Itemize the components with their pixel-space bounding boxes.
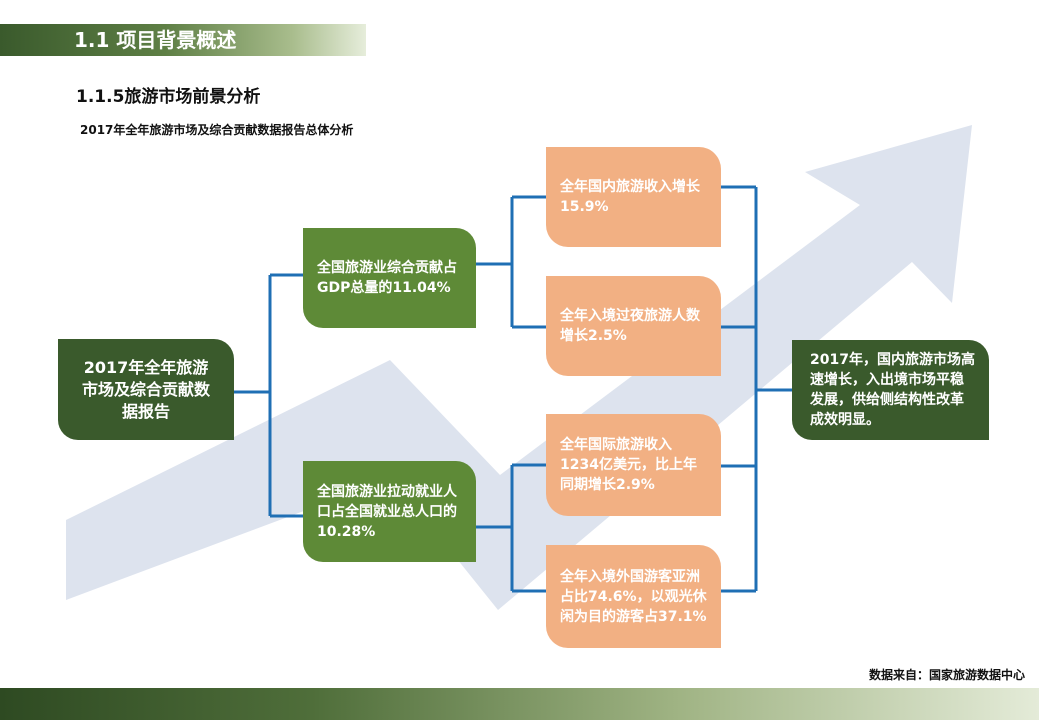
branch-employment-node: 全国旅游业拉动就业人口占全国就业总人口的10.28% [303,461,476,562]
conclusion-label: 2017年，国内旅游市场高速增长，入出境市场平稳发展，供给侧结构性改革成效明显。 [810,352,975,428]
root-node: 2017年全年旅游市场及综合贡献数据报告 [58,339,234,440]
leaf-international-revenue-label: 全年国际旅游收入1234亿美元，比上年同期增长2.9% [560,437,697,493]
leaf-foreign-visitors: 全年入境外国游客亚洲占比74.6%，以观光休闲为目的游客占37.1% [546,545,721,648]
page-title: 1.1 项目背景概述 [74,28,237,52]
footer-bar [0,688,1039,720]
conclusion-node: 2017年，国内旅游市场高速增长，入出境市场平稳发展，供给侧结构性改革成效明显。 [792,340,989,440]
leaf-domestic-revenue: 全年国内旅游收入增长15.9% [546,147,721,247]
header-bar [0,24,366,56]
leaf-domestic-revenue-label: 全年国内旅游收入增长15.9% [560,179,700,215]
leaf-international-revenue: 全年国际旅游收入1234亿美元，比上年同期增长2.9% [546,414,721,516]
section-subtitle: 1.1.5旅游市场前景分析 [76,87,261,107]
branch-employment-label: 全国旅游业拉动就业人口占全国就业总人口的10.28% [317,483,457,540]
data-source-note: 数据来自：国家旅游数据中心 [868,668,1025,682]
branch-gdp-node: 全国旅游业综合贡献占GDP总量的11.04% [303,228,476,328]
root-node-label: 2017年全年旅游市场及综合贡献数据报告 [81,357,210,421]
branch-gdp-label: 全国旅游业综合贡献占GDP总量的11.04% [317,260,457,296]
leaf-inbound-overnight: 全年入境过夜旅游人数增长2.5% [546,276,721,376]
diagram-caption: 2017年全年旅游市场及综合贡献数据报告总体分析 [80,123,354,137]
leaf-inbound-overnight-label: 全年入境过夜旅游人数增长2.5% [560,308,700,344]
leaf-foreign-visitors-label: 全年入境外国游客亚洲占比74.6%，以观光休闲为目的游客占37.1% [560,568,707,625]
